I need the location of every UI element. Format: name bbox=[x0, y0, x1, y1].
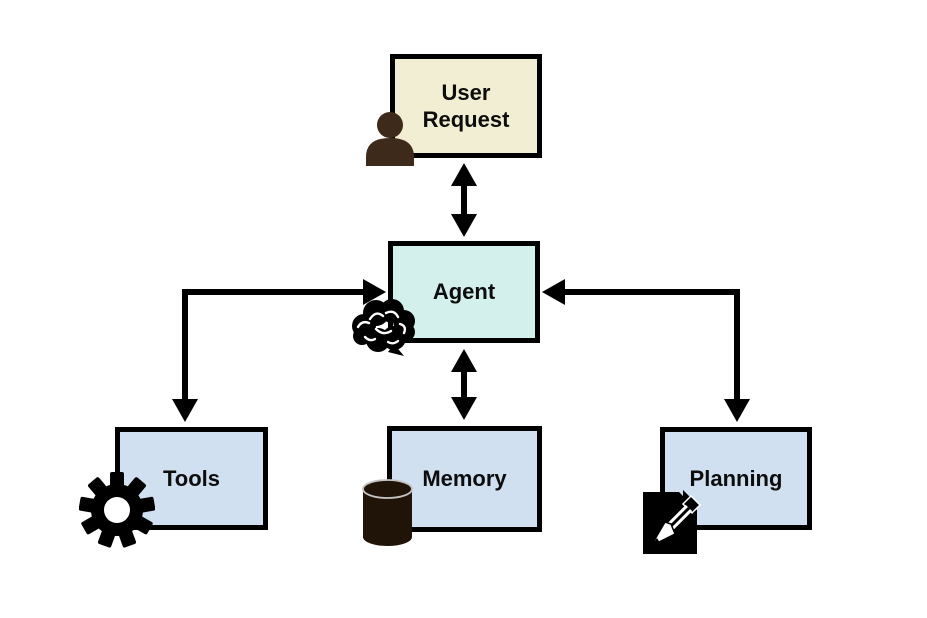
edge-agent-memory bbox=[451, 349, 477, 420]
node-user-request: User Request bbox=[390, 54, 542, 158]
node-label: Planning bbox=[689, 465, 783, 491]
edge-agent-planning bbox=[542, 279, 750, 422]
node-label: Tools bbox=[162, 465, 221, 491]
node-tools: Tools bbox=[115, 427, 268, 530]
node-label: Memory bbox=[422, 466, 507, 492]
node-planning: Planning bbox=[660, 427, 812, 530]
edge-agent-tools bbox=[172, 279, 386, 422]
edge-user-request-agent bbox=[451, 163, 477, 237]
node-memory: Memory bbox=[387, 426, 542, 532]
node-label: Agent bbox=[432, 279, 496, 305]
node-agent: Agent bbox=[388, 241, 540, 343]
node-label: User Request bbox=[422, 79, 510, 133]
